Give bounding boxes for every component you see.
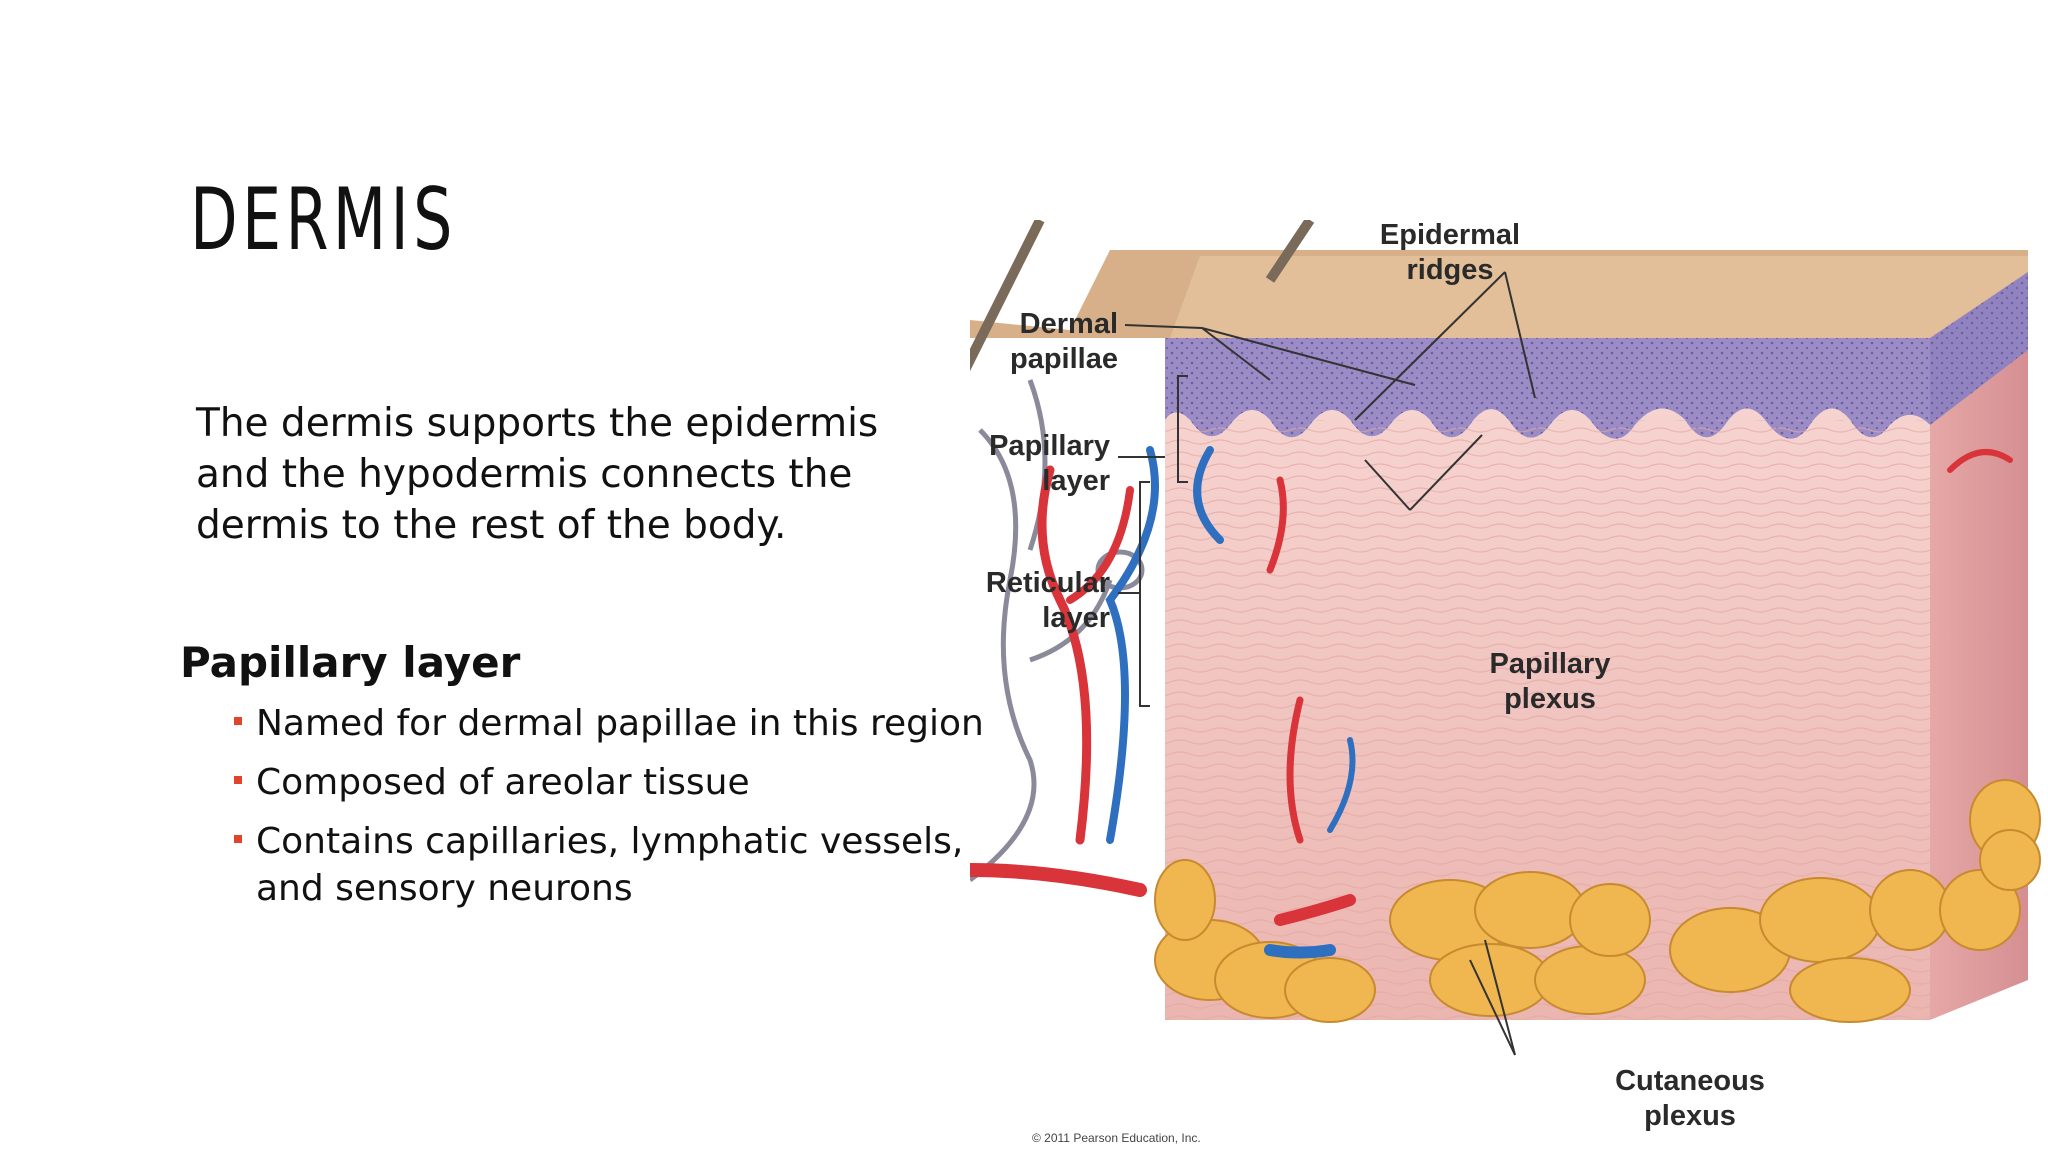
label-reticular-layer-line2: layer (1042, 602, 1110, 634)
label-papillary-plexus-line2: plexus (1504, 683, 1596, 715)
label-cutaneous-plexus-line1: Cutaneous (1615, 1065, 1765, 1097)
label-papillary-layer-line2: layer (1042, 465, 1110, 497)
bullet-marker-icon (234, 717, 242, 725)
label-cutaneous-plexus-line2: plexus (1644, 1100, 1736, 1132)
bullet-item: Contains capillaries, lymphatic vessels,… (230, 818, 990, 912)
bullet-marker-icon (234, 835, 242, 843)
skin-diagram: Dermal papillae Papillary layer Reticula… (935, 217, 2048, 1152)
bullet-item: Composed of areolar tissue (230, 759, 990, 806)
label-epidermal-ridges-line2: ridges (1406, 254, 1493, 286)
skin-cross-section-illustration: Dermal papillae Papillary layer Reticula… (935, 217, 2041, 1145)
section-heading: Papillary layer (180, 638, 521, 687)
slide-title: DERMIS (190, 170, 457, 270)
label-dermal-papillae-line1: Dermal (1020, 308, 1118, 340)
label-reticular-layer-line1: Reticular (986, 567, 1110, 599)
bullet-item: Named for dermal papillae in this region (230, 700, 990, 747)
copyright-notice: © 2011 Pearson Education, Inc. (1032, 1131, 1201, 1145)
bullet-text: Named for dermal papillae in this region (256, 703, 984, 744)
intro-paragraph: The dermis supports the epidermis and th… (196, 401, 879, 548)
bullet-marker-icon (234, 776, 242, 784)
label-dermal-papillae-line2: papillae (1010, 343, 1118, 375)
label-papillary-layer-line1: Papillary (989, 430, 1110, 462)
label-epidermal-ridges-line1: Epidermal (1380, 220, 1520, 251)
bullet-text: Contains capillaries, lymphatic vessels,… (256, 821, 964, 909)
leader-lines (1118, 271, 1536, 1056)
blood-vessels (963, 446, 2013, 959)
adipose-tissue (1154, 779, 2041, 1023)
bullet-text: Composed of areolar tissue (256, 762, 750, 803)
bullet-list: Named for dermal papillae in this region… (230, 700, 990, 924)
label-papillary-plexus-line1: Papillary (1490, 648, 1611, 680)
